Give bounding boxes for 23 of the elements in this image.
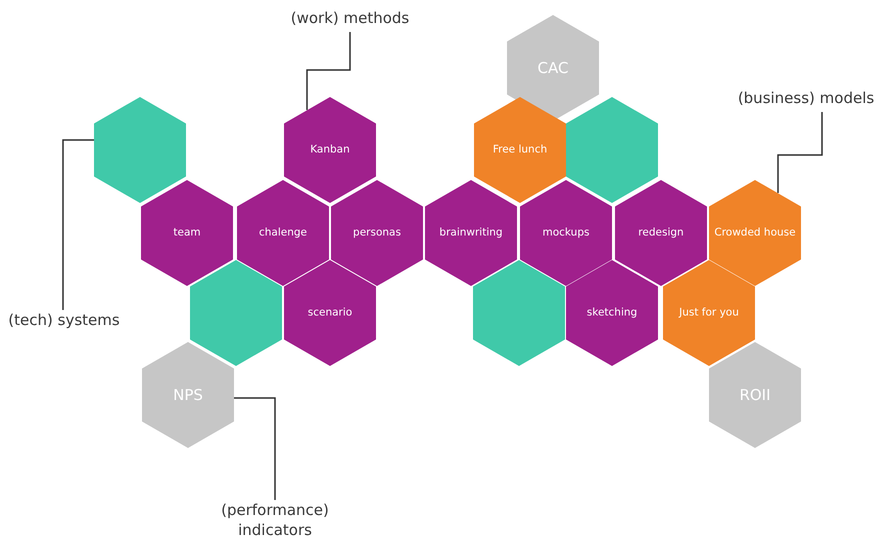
leader-line (777, 112, 823, 193)
hexagon-label: personas (352, 226, 402, 240)
hexagon-label: Crowded house (713, 226, 797, 240)
category-label: (tech) systems (3, 310, 125, 330)
hexagon-label: brainwriting (438, 226, 504, 240)
hexagon-label: ROII (738, 386, 772, 404)
category-label: (performance) indicators (205, 500, 345, 540)
leader-line (62, 139, 94, 310)
hexagon-label: team (172, 226, 202, 240)
category-label: (work) methods (285, 8, 415, 28)
hexagon-label: CAC (536, 59, 570, 77)
hexagon-label: redesign (637, 226, 685, 240)
leader-line (234, 397, 276, 500)
hexagon-label: Free lunch (492, 144, 548, 156)
hexagon-label: Kanban (309, 144, 351, 156)
category-label: (business) models (727, 88, 885, 108)
leader-line (306, 32, 351, 110)
hexagon-label: NPS (172, 386, 204, 404)
hexagon-label: chalenge (258, 226, 308, 240)
hexagon-label: Just for you (678, 306, 740, 320)
hexagon-label: scenario (306, 306, 354, 320)
hexagon-label: sketching (586, 306, 638, 320)
hexagon-label: mockups (542, 226, 590, 240)
